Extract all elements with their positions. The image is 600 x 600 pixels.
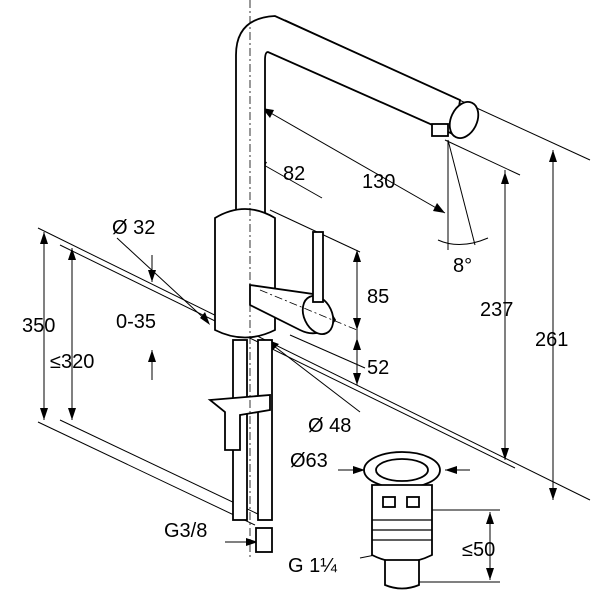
label-spout-length: 130 bbox=[362, 171, 395, 193]
label-drain-stroke: ≤50 bbox=[462, 539, 495, 561]
label-spout-height: 237 bbox=[480, 299, 513, 321]
label-spout-reach: 82 bbox=[283, 163, 305, 185]
label-body-diameter: Ø 32 bbox=[112, 217, 155, 239]
label-total-height: 261 bbox=[535, 329, 568, 351]
extension-lines bbox=[37, 19, 591, 583]
label-handle-height: 85 bbox=[367, 286, 389, 308]
label-spout-angle: 8° bbox=[453, 255, 472, 277]
label-max-hose: ≤320 bbox=[50, 351, 94, 373]
label-hose-length: 350 bbox=[22, 315, 55, 337]
label-drain-thread: G 1¼ bbox=[288, 555, 337, 577]
drain bbox=[363, 451, 441, 590]
label-base-diameter: Ø 48 bbox=[308, 415, 351, 437]
label-base-height: 52 bbox=[367, 357, 389, 379]
label-connection: G3/8 bbox=[164, 520, 207, 542]
faucet bbox=[207, 0, 480, 560]
label-drain-diameter: Ø63 bbox=[290, 450, 328, 472]
label-deck-thickness: 0-35 bbox=[116, 311, 156, 333]
